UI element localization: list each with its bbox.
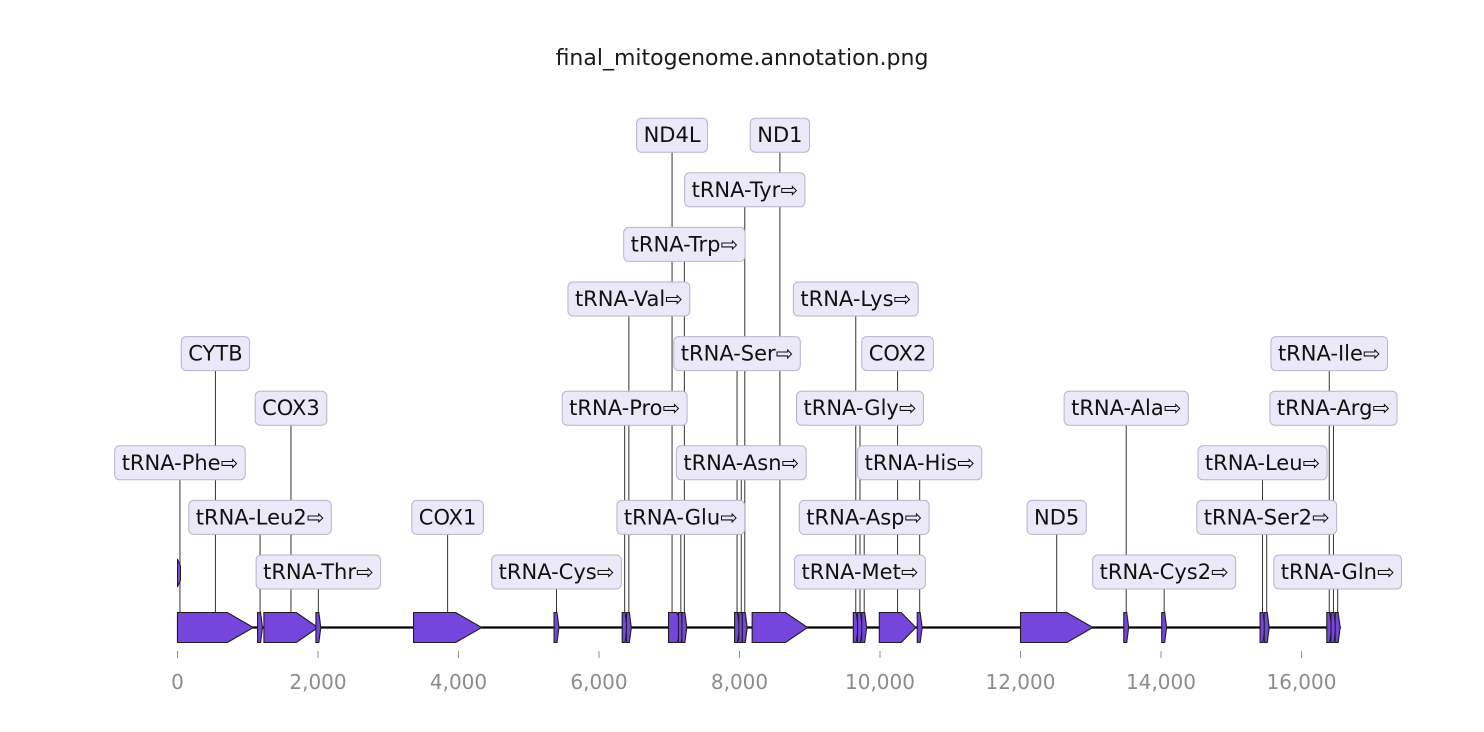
axis-tick-label: 14,000 — [1126, 670, 1196, 694]
feature-label: ND4L — [644, 123, 701, 147]
feature-arrow — [681, 611, 688, 644]
feature-label: ND5 — [1034, 505, 1079, 529]
feature-arrow — [315, 611, 322, 644]
feature-label: tRNA-Met⇨ — [802, 560, 919, 584]
feature-arrow — [916, 611, 923, 644]
feature-label: tRNA-Trp⇨ — [631, 232, 738, 256]
feature-label-box — [794, 554, 926, 590]
feature-label: tRNA-Leu⇨ — [1205, 451, 1320, 475]
feature-label: CYTB — [188, 342, 242, 366]
feature-arrow — [1123, 611, 1130, 644]
feature-arrow — [176, 611, 255, 644]
figure-title: final_mitogenome.annotation.png — [555, 46, 929, 71]
axis-tick-label: 16,000 — [1267, 670, 1337, 694]
axis-tick-label: 8,000 — [711, 670, 768, 694]
feature-label: COX2 — [869, 342, 927, 366]
feature-label: tRNA-Cys⇨ — [499, 560, 615, 584]
feature-label: tRNA-Ser2⇨ — [1204, 505, 1330, 529]
feature-label-box — [675, 445, 807, 481]
axis-tick-label: 10,000 — [845, 670, 915, 694]
feature-label-box — [792, 281, 919, 317]
feature-label: tRNA-Glu⇨ — [624, 505, 738, 529]
feature-label-box — [798, 499, 930, 535]
feature-label-box — [1269, 390, 1398, 426]
feature-label: tRNA-Ala⇨ — [1071, 396, 1181, 420]
feature-label: tRNA-Tyr⇨ — [692, 178, 798, 202]
feature-label: tRNA-Val⇨ — [575, 287, 683, 311]
feature-arrow — [1334, 611, 1341, 644]
feature-label-box — [857, 445, 983, 481]
axis-tick-label: 4,000 — [430, 670, 487, 694]
feature-label-box — [796, 390, 924, 426]
feature-arrow — [625, 611, 632, 644]
feature-label-box — [1273, 554, 1403, 590]
feature-arrow — [263, 611, 319, 644]
feature-label: COX3 — [262, 396, 320, 420]
x-axis: 0 2,000 4,000 6,000 8,000 10,000 12,000 14,000 1… — [171, 651, 1336, 694]
feature-arrow — [257, 611, 264, 644]
feature-arrow — [1263, 611, 1270, 644]
feature-arrow — [741, 611, 748, 644]
feature-label-box — [180, 336, 251, 372]
feature-label-box — [749, 117, 811, 153]
feature-labels: tRNA-Phe⇨ CYTB tRNA-Leu2⇨ COX3 tRNA-Thr⇨ COX1… — [114, 117, 1403, 590]
feature-label-box — [561, 390, 688, 426]
feature-label-box — [861, 336, 934, 372]
feature-label-box — [1196, 499, 1338, 535]
feature-label: tRNA-Ile⇨ — [1278, 342, 1381, 366]
feature-label: tRNA-Gln⇨ — [1281, 560, 1395, 584]
feature-arrow — [861, 611, 868, 644]
feature-label: tRNA-Cys2⇨ — [1100, 560, 1229, 584]
feature-arrow — [553, 611, 560, 644]
feature-label-box — [636, 117, 709, 153]
feature-arrows — [176, 558, 1341, 644]
feature-label-box — [1063, 390, 1189, 426]
feature-label-box — [673, 336, 801, 372]
feature-label: ND1 — [757, 123, 802, 147]
label-connector-lines — [179, 152, 1339, 615]
feature-label: tRNA-His⇨ — [865, 451, 975, 475]
origin-marker-arrow — [177, 558, 181, 588]
feature-label-box — [255, 554, 382, 590]
feature-arrow — [412, 611, 483, 644]
feature-arrow — [1019, 611, 1094, 644]
axis-tick-label: 6,000 — [570, 670, 627, 694]
feature-label-box — [411, 499, 484, 535]
feature-label: tRNA-Leu2⇨ — [196, 505, 325, 529]
axis-tick-label: 0 — [171, 670, 184, 694]
feature-label-box — [114, 445, 246, 481]
feature-label: tRNA-Gly⇨ — [804, 396, 917, 420]
feature-label-box — [623, 226, 746, 262]
feature-label: tRNA-Asp⇨ — [806, 505, 922, 529]
feature-label: tRNA-Asn⇨ — [683, 451, 799, 475]
feature-label-box — [188, 499, 332, 535]
axis-tick-label: 2,000 — [289, 670, 346, 694]
feature-arrow — [878, 611, 917, 644]
feature-label-box — [1092, 554, 1237, 590]
feature-label-box — [684, 172, 806, 208]
feature-label: COX1 — [419, 505, 477, 529]
feature-arrow — [1161, 611, 1168, 644]
feature-label-box — [1197, 445, 1328, 481]
feature-label-box — [491, 554, 622, 590]
feature-label-box — [1270, 336, 1389, 372]
feature-label: tRNA-Lys⇨ — [800, 287, 911, 311]
feature-label-box — [1026, 499, 1087, 535]
feature-label: tRNA-Pro⇨ — [569, 396, 680, 420]
feature-label: tRNA-Thr⇨ — [263, 560, 373, 584]
feature-label-box — [567, 281, 691, 317]
axis-tick-label: 12,000 — [986, 670, 1056, 694]
feature-label: tRNA-Ser⇨ — [681, 342, 794, 366]
feature-arrow — [751, 611, 809, 644]
feature-label-box — [254, 390, 328, 426]
feature-label: tRNA-Arg⇨ — [1277, 396, 1390, 420]
feature-label: tRNA-Phe⇨ — [122, 451, 239, 475]
feature-label-box — [616, 499, 746, 535]
